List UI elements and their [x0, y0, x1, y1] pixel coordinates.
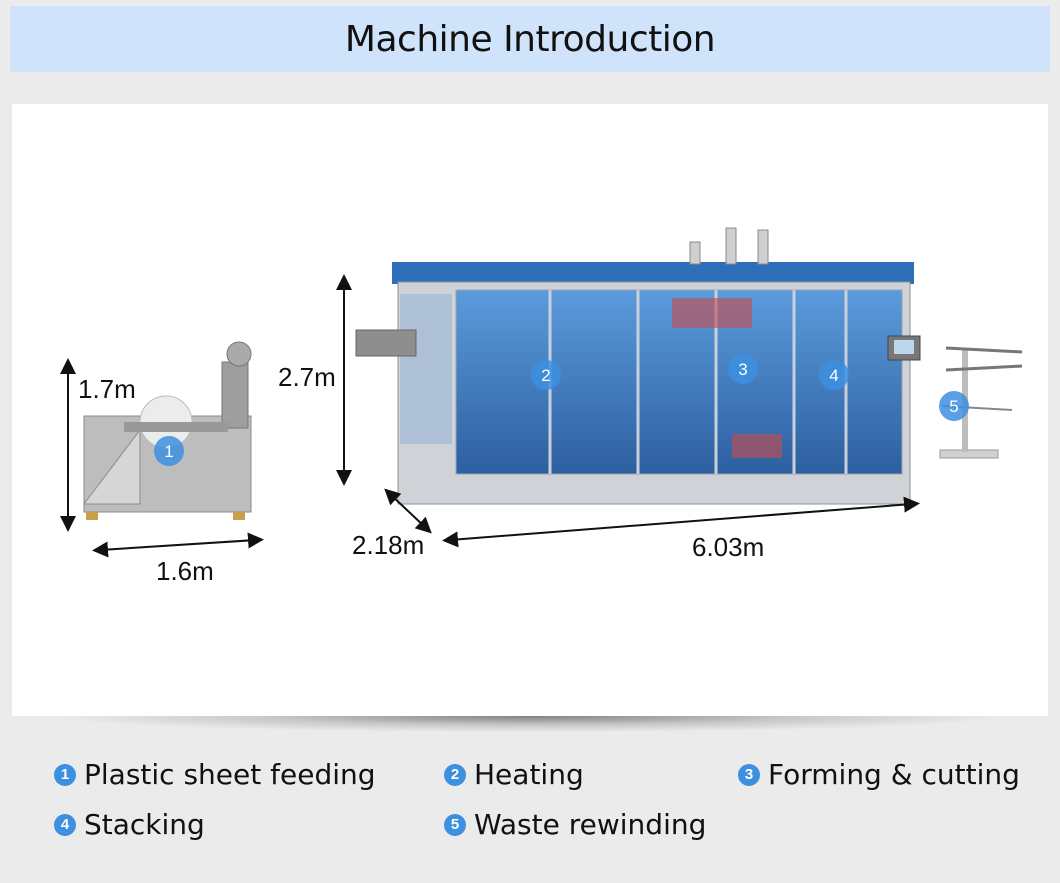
marker-1-label: 1 — [164, 442, 173, 461]
legend-item-rewinding: 5 Waste rewinding — [444, 808, 706, 841]
feeder-height-label: 1.7m — [78, 374, 136, 404]
feeder-unit — [82, 341, 252, 520]
legend-label-forming: Forming & cutting — [768, 758, 1020, 791]
legend-label-heating: Heating — [474, 758, 584, 791]
legend-number-1: 1 — [54, 763, 76, 786]
marker-5: 5 — [939, 391, 969, 421]
machine-illustration: 1 2 3 4 5 — [60, 227, 1023, 558]
marker-2-label: 2 — [541, 366, 550, 385]
legend-number-4: 4 — [54, 813, 76, 836]
legend-number-3: 3 — [738, 763, 760, 786]
title-bar: Machine Introduction — [10, 6, 1050, 72]
marker-3-label: 3 — [738, 360, 747, 379]
legend-number-5: 5 — [444, 813, 466, 836]
dimension-arrows — [60, 274, 920, 558]
legend-label-stacking: Stacking — [84, 808, 205, 841]
legend-label-feeding: Plastic sheet feeding — [84, 758, 376, 791]
marker-3: 3 — [728, 354, 758, 384]
legend-item-forming: 3 Forming & cutting — [738, 758, 1020, 791]
legend-item-heating: 2 Heating — [444, 758, 584, 791]
marker-5-label: 5 — [949, 397, 958, 416]
machine-depth-label: 2.18m — [352, 530, 425, 560]
marker-2: 2 — [531, 360, 561, 390]
legend-label-rewinding: Waste rewinding — [474, 808, 707, 841]
marker-1: 1 — [154, 436, 184, 466]
marker-4-label: 4 — [829, 366, 838, 385]
machine-illustration-panel: 1 2 3 4 5 1.7m 1.6m 2.7m 2.18m 6.03m — [12, 104, 1048, 716]
feeder-width-label: 1.6m — [156, 556, 214, 586]
machine-length-label: 6.03m — [692, 532, 765, 562]
legend-number-2: 2 — [444, 763, 466, 786]
legend-item-stacking: 4 Stacking — [54, 808, 205, 841]
marker-4: 4 — [819, 360, 849, 390]
panel-shadow — [60, 716, 1000, 732]
machine-height-label: 2.7m — [278, 362, 336, 392]
page-title: Machine Introduction — [344, 18, 716, 60]
legend-item-feeding: 1 Plastic sheet feeding — [54, 758, 376, 791]
